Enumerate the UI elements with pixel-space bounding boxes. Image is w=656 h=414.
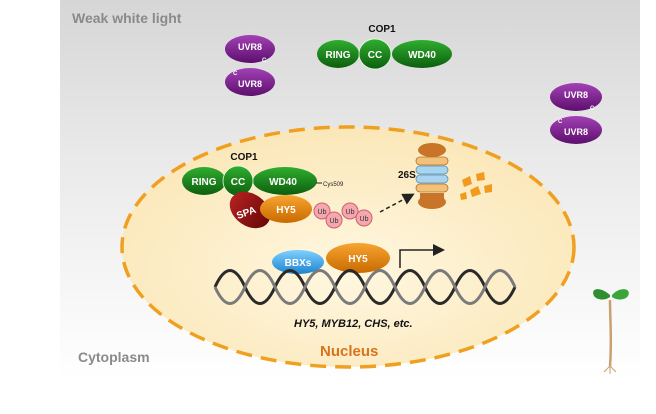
- ub-1: Ub: [318, 209, 327, 216]
- uvr8-tag-4: C: [558, 119, 563, 125]
- bbx-hy5-complex: BBXs HY5: [272, 243, 390, 274]
- proteasome-26s: 26S: [398, 143, 449, 209]
- spa-protein: SPA: [229, 191, 271, 229]
- uvr8-label-1: UVR8: [238, 42, 262, 52]
- cop1-top-wd40: WD40: [408, 50, 436, 61]
- nucleus-label: Nucleus: [320, 343, 379, 360]
- uvr8-tag-2: C: [233, 71, 238, 77]
- peptide-fragments: [460, 172, 492, 200]
- cop1-nuc-ring: RING: [192, 177, 217, 188]
- cys509-label: Cys509: [323, 182, 344, 188]
- target-genes-label: HY5, MYB12, CHS, etc.: [294, 318, 413, 330]
- cop1-top-label: COP1: [368, 24, 396, 35]
- cop1-complex-nucleus: COP1 RING CC WD40 Cys509: [182, 152, 344, 197]
- seedling-icon: [593, 289, 629, 374]
- cop1-complex-cytoplasm: COP1 RING CC WD40: [317, 24, 452, 70]
- cytoplasm-label: Cytoplasm: [78, 349, 150, 365]
- dna-helix: [213, 269, 517, 305]
- uvr8-label-3: UVR8: [564, 90, 588, 100]
- cop1-top-ring: RING: [326, 50, 351, 61]
- uvr8-label-4: UVR8: [564, 127, 588, 137]
- transcription-arrow: [399, 244, 445, 268]
- uvr8-dimer-left: UVR8 UVR8 C C: [225, 35, 275, 96]
- hy5-label: HY5: [276, 205, 296, 216]
- ubiquitin-chain: Ub Ub Ub Ub: [313, 202, 373, 229]
- uvr8-label-2: UVR8: [238, 79, 262, 89]
- ub-3: Ub: [346, 209, 355, 216]
- proteasome-label: 26S: [398, 170, 416, 181]
- degradation-arrow: [379, 193, 415, 213]
- cop1-top-cc: CC: [368, 50, 382, 61]
- cop1-nuc-label: COP1: [230, 152, 258, 163]
- title-label: Weak white light: [72, 10, 182, 26]
- uvr8-tag-1: C: [262, 58, 267, 64]
- hy5-dna-label: HY5: [348, 254, 368, 265]
- hy5-ubiquitinated: HY5: [260, 195, 312, 223]
- cop1-nuc-wd40: WD40: [269, 177, 297, 188]
- bbx-label: BBXs: [285, 258, 312, 269]
- cop1-nuc-cc: CC: [231, 177, 245, 188]
- ub-2: Ub: [330, 218, 339, 225]
- ub-4: Ub: [360, 216, 369, 223]
- uvr8-tag-3: C: [590, 106, 595, 112]
- uvr8-dimer-right: UVR8 UVR8 C C: [550, 83, 602, 144]
